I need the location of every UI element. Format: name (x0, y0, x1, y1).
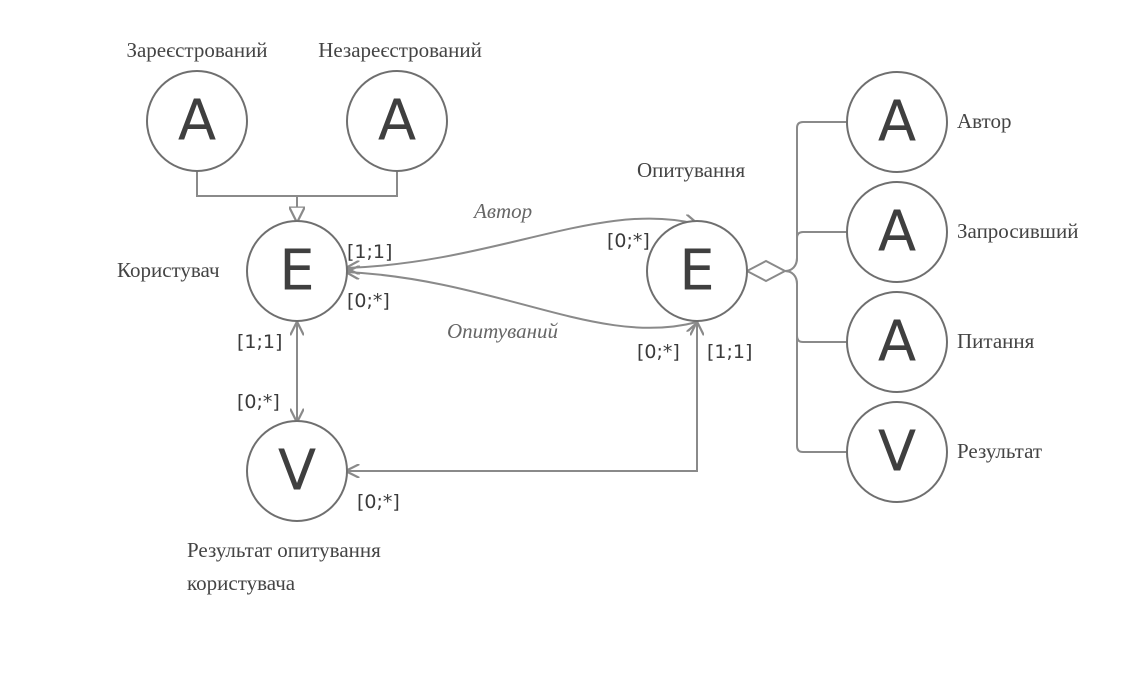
edge-unregistered-to-user (297, 171, 398, 197)
cardinality-user-to-result: [1;1] (237, 331, 282, 353)
node-inviter-letter: A (878, 200, 916, 265)
node-author-letter: A (878, 90, 916, 155)
node-unregistered: A (346, 70, 448, 172)
node-user-letter: E (279, 239, 314, 304)
label-user-result-line2: користувача (187, 571, 296, 595)
label-question: Питання (957, 329, 1035, 353)
label-inviter: Запросивший (957, 219, 1078, 243)
cardinality-survey-surveyed: [0;*] (637, 341, 680, 363)
node-result: V (846, 401, 948, 503)
label-unregistered: Незареєстрований (318, 38, 482, 62)
edge-registered-to-user (196, 171, 297, 221)
node-user: E (246, 220, 348, 322)
edge-survey-to-question (784, 270, 847, 343)
node-unregistered-letter: A (378, 89, 416, 154)
relation-surveyed-label: Опитуваний (447, 319, 559, 343)
edge-survey-to-inviter (784, 231, 847, 272)
cardinality-user-author: [1;1] (347, 241, 392, 263)
cardinality-user-surveyed: [0;*] (347, 290, 390, 312)
label-registered: Зареєстрований (126, 38, 267, 62)
edge-survey-to-author (784, 121, 847, 272)
node-inviter: A (846, 181, 948, 283)
label-result: Результат (957, 439, 1042, 463)
aggregation-diamond (744, 259, 788, 283)
node-registered-letter: A (178, 89, 216, 154)
label-survey: Опитування (637, 158, 745, 182)
label-author: Автор (957, 109, 1011, 133)
label-user-result-line1: Результат опитування (187, 538, 381, 562)
node-author: A (846, 71, 948, 173)
node-survey: E (646, 220, 748, 322)
node-registered: A (146, 70, 248, 172)
node-survey-letter: E (679, 239, 714, 304)
cardinality-result-from-user: [0;*] (237, 391, 280, 413)
node-result-letter: V (878, 420, 916, 485)
label-user: Користувач (117, 258, 220, 282)
cardinality-result-from-survey: [0;*] (357, 491, 400, 513)
edge-survey-to-result-attr (784, 270, 847, 453)
node-question: A (846, 291, 948, 393)
relation-author-label: Автор (472, 199, 532, 223)
cardinality-survey-author: [0;*] (607, 230, 650, 252)
cardinality-survey-to-result: [1;1] (707, 341, 752, 363)
node-user-result-letter: V (278, 439, 316, 504)
edge-author-relation (347, 219, 697, 268)
edge-survey-to-result (347, 323, 697, 471)
node-user-result: V (246, 420, 348, 522)
node-question-letter: A (878, 310, 916, 375)
